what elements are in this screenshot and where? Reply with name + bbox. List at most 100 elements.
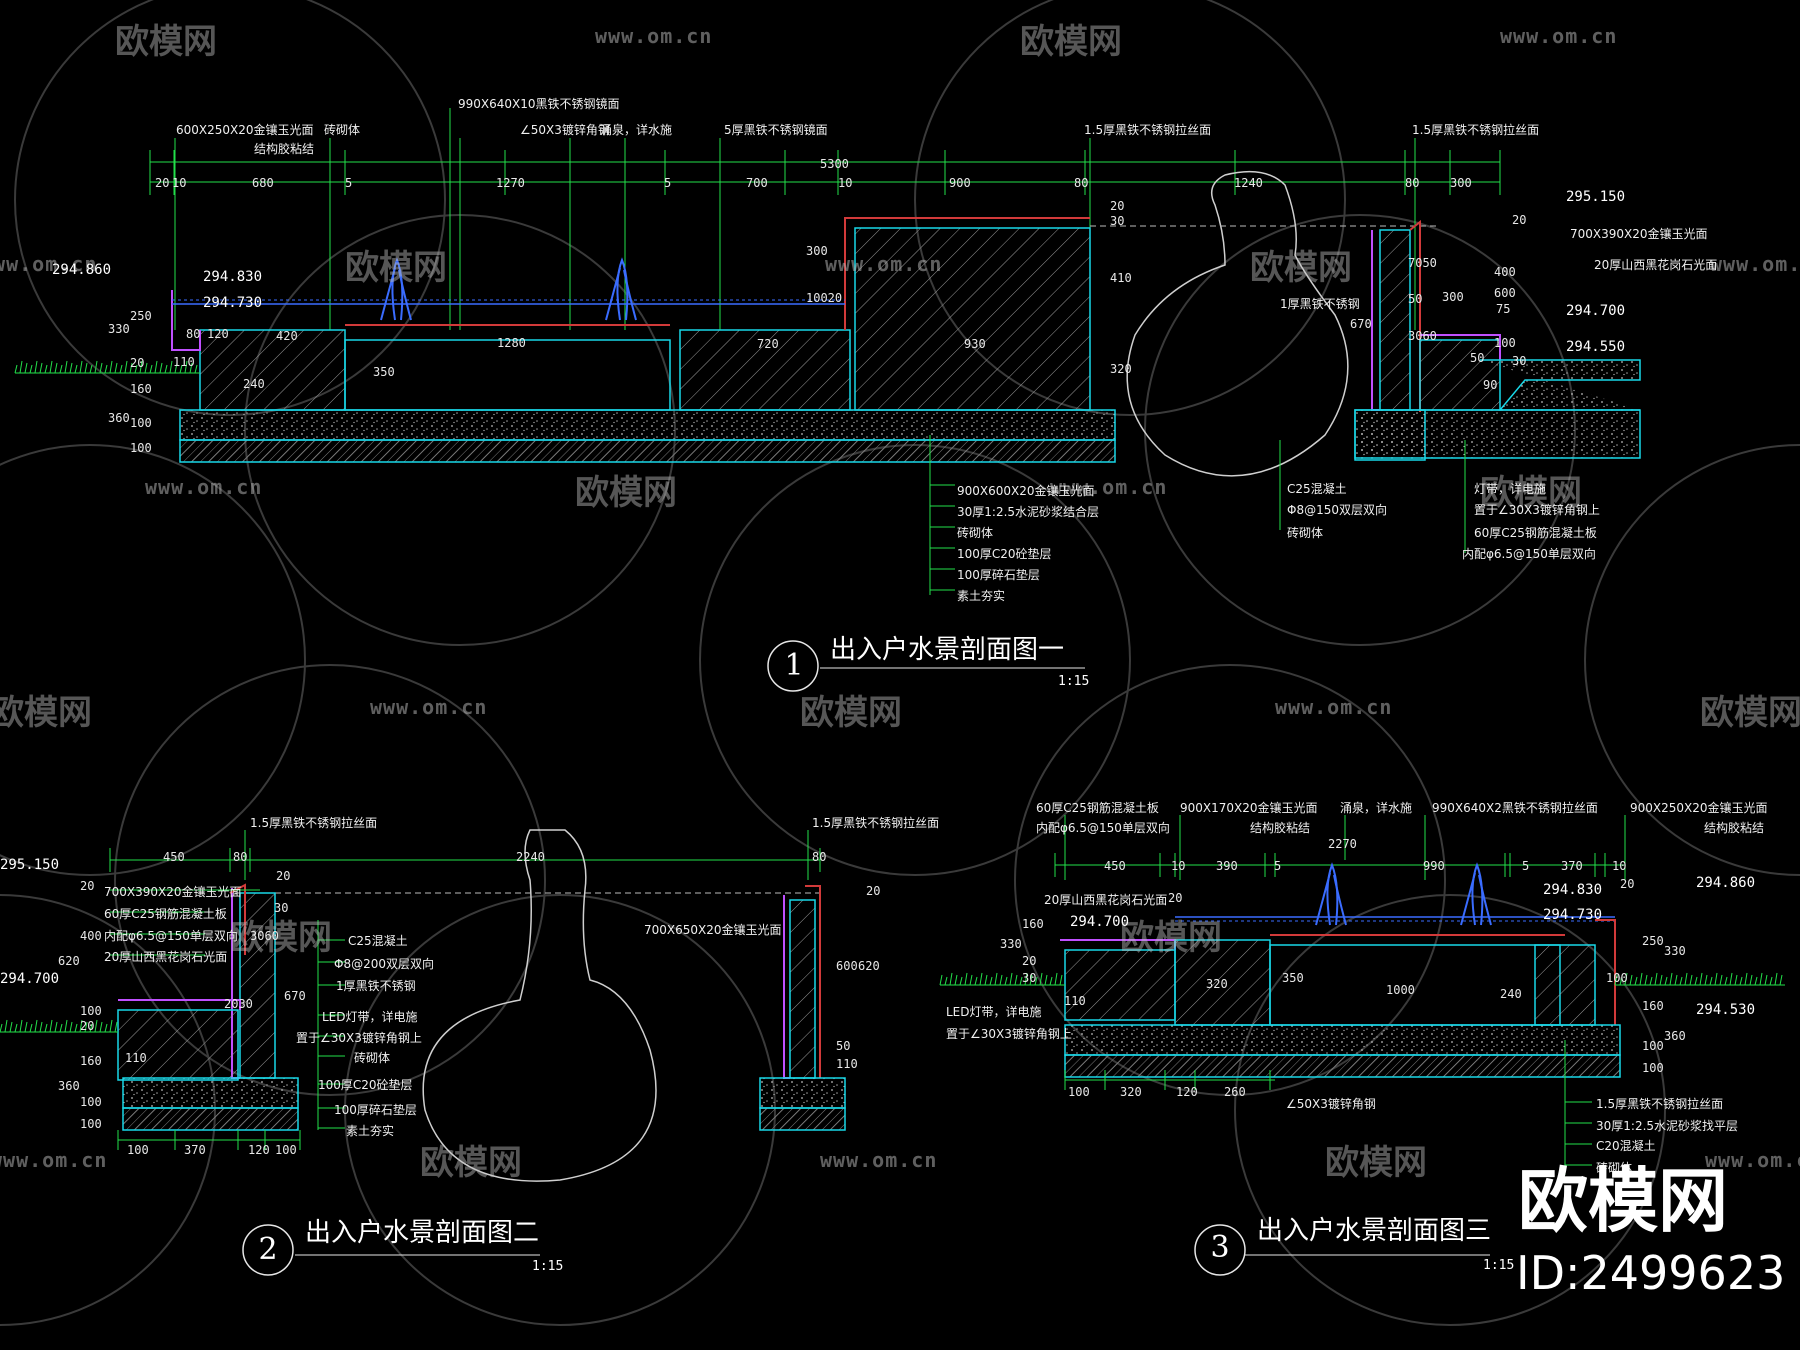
s2-callout: 100厚C20砼垫层	[318, 1078, 413, 1092]
cad-line	[74, 1023, 78, 1033]
cad-line	[1054, 972, 1058, 986]
cad-line	[1729, 972, 1733, 986]
cad-outline	[171, 290, 201, 351]
fountain-jet	[1315, 872, 1331, 926]
s2-dim: 80	[812, 850, 827, 864]
s2-elevation: 295.150	[0, 857, 60, 873]
fountain-jet	[605, 267, 621, 321]
cad-line	[0, 1023, 3, 1033]
s2-dim: 20	[80, 1019, 95, 1033]
watermark-logo: 欧模网	[800, 693, 902, 733]
s1-elevation: 294.830	[203, 269, 263, 285]
fountain-jet	[1471, 862, 1484, 926]
s3-dim: 450	[1104, 859, 1126, 873]
s2-callout: 素土夯实	[346, 1124, 395, 1138]
s2-dim: 120	[248, 1143, 270, 1157]
cad-line	[64, 1019, 68, 1033]
s1-dim: 300	[806, 244, 828, 258]
fountain-jet	[398, 269, 412, 321]
s1-callout: 砖砌体	[1287, 526, 1324, 540]
s1-dim: 720	[757, 337, 779, 351]
cad-block	[789, 899, 816, 1079]
s3-elevation: 294.730	[1543, 907, 1603, 923]
cad-line	[954, 974, 958, 986]
cad-line	[129, 362, 133, 374]
s2-callout: 700X650X20金镶玉光面	[644, 923, 782, 937]
cad-line	[184, 360, 188, 374]
watermark-url: www.om.cn	[1275, 695, 1393, 719]
s1-dim: 410	[1110, 271, 1132, 285]
s2-scale: 1:15	[532, 1259, 564, 1274]
rock-outline	[422, 829, 657, 1182]
s2-title: 出入户水景剖面图二	[305, 1218, 540, 1248]
s3-elevation: 294.830	[1543, 882, 1603, 898]
s1-callout: 600X250X20金镶玉光面	[176, 123, 314, 137]
model-id: ID:2499623	[1516, 1246, 1786, 1300]
cad-outline	[783, 895, 790, 1079]
s3-callout: LED灯带，详电施	[946, 1005, 1042, 1019]
s2-number: 2	[258, 1232, 278, 1267]
s3-callout: 60厚C25钢筋混凝土板	[1036, 801, 1159, 815]
watermark-logo: 欧模网	[115, 22, 217, 62]
cad-block	[679, 329, 851, 411]
s1-dim: 300	[1450, 176, 1472, 190]
cad-line	[189, 362, 193, 374]
s3-dim: 1000	[1386, 983, 1415, 997]
watermark-logo: 欧模网	[1250, 248, 1352, 288]
cad-line	[1624, 972, 1628, 986]
s1-elevation: 294.550	[1566, 339, 1626, 355]
watermark-ring	[1014, 664, 1446, 1096]
s3-callout: 990X640X2黑铁不锈钢拉丝面	[1432, 801, 1598, 815]
cad-line	[1764, 974, 1768, 986]
s2-callout: 1厚黑铁不锈钢	[336, 979, 416, 993]
cad-line	[89, 1023, 93, 1033]
s3-dim: 20	[1620, 877, 1635, 891]
s2-elevation: 294.700	[0, 971, 60, 987]
watermark-url: www.om.cn	[1500, 24, 1618, 48]
s1-callout: 1厚黑铁不锈钢	[1280, 297, 1360, 311]
cad-line	[84, 1021, 88, 1033]
cad-line	[134, 364, 138, 374]
s3-callout: 900X170X20金镶玉光面	[1180, 801, 1318, 815]
s1-dim: 75	[1496, 302, 1511, 316]
s2-dim: 50	[836, 1039, 851, 1053]
fountain-jet	[1460, 872, 1476, 926]
s1-dim: 10020	[806, 291, 843, 305]
s3-callout: 30厚1:2.5水泥砂浆找平层	[1596, 1119, 1739, 1133]
cad-line	[979, 972, 983, 986]
cad-line	[1044, 974, 1048, 986]
s2-callout: 1.5厚黑铁不锈钢拉丝面	[250, 816, 378, 830]
cad-line	[54, 362, 58, 374]
s2-dim: 2030	[224, 997, 253, 1011]
s1-dim: 1240	[1234, 176, 1263, 190]
s2-callout: 700X390X20金镶玉光面	[104, 885, 242, 899]
s1-dim: 350	[373, 365, 395, 379]
cad-line	[139, 360, 143, 374]
cad-line	[104, 1023, 108, 1033]
s1-dim: 680	[252, 176, 274, 190]
cad-line	[194, 364, 198, 374]
s2-dim: 620	[858, 959, 880, 973]
cad-line	[1619, 976, 1623, 986]
cad-outline	[1420, 334, 1501, 360]
cad-line	[939, 974, 943, 986]
s3-dim: 5	[1522, 859, 1530, 873]
s2-callout: LED灯带，详电施	[322, 1010, 418, 1024]
s1-callout: 5厚黑铁不锈钢镜面	[724, 123, 828, 137]
cad-line	[119, 364, 123, 374]
fountain-jet	[616, 257, 629, 321]
cad-line	[959, 976, 963, 986]
s3-dim: 370	[1561, 859, 1583, 873]
s3-dim: 10	[1171, 859, 1186, 873]
s2-dim: 100	[80, 1117, 102, 1131]
s3-dim: 360	[1664, 1029, 1686, 1043]
cad-line	[1039, 972, 1043, 986]
cad-outline	[805, 885, 821, 1078]
s2-callout: 1.5厚黑铁不锈钢拉丝面	[812, 816, 940, 830]
cad-line	[114, 1021, 118, 1033]
s1-elevation: 294.860	[52, 262, 112, 278]
cad-line	[944, 976, 948, 986]
s3-dim: 5	[1274, 859, 1282, 873]
cad-line	[1644, 974, 1648, 986]
s1-callout: 700X390X20金镶玉光面	[1570, 227, 1708, 241]
